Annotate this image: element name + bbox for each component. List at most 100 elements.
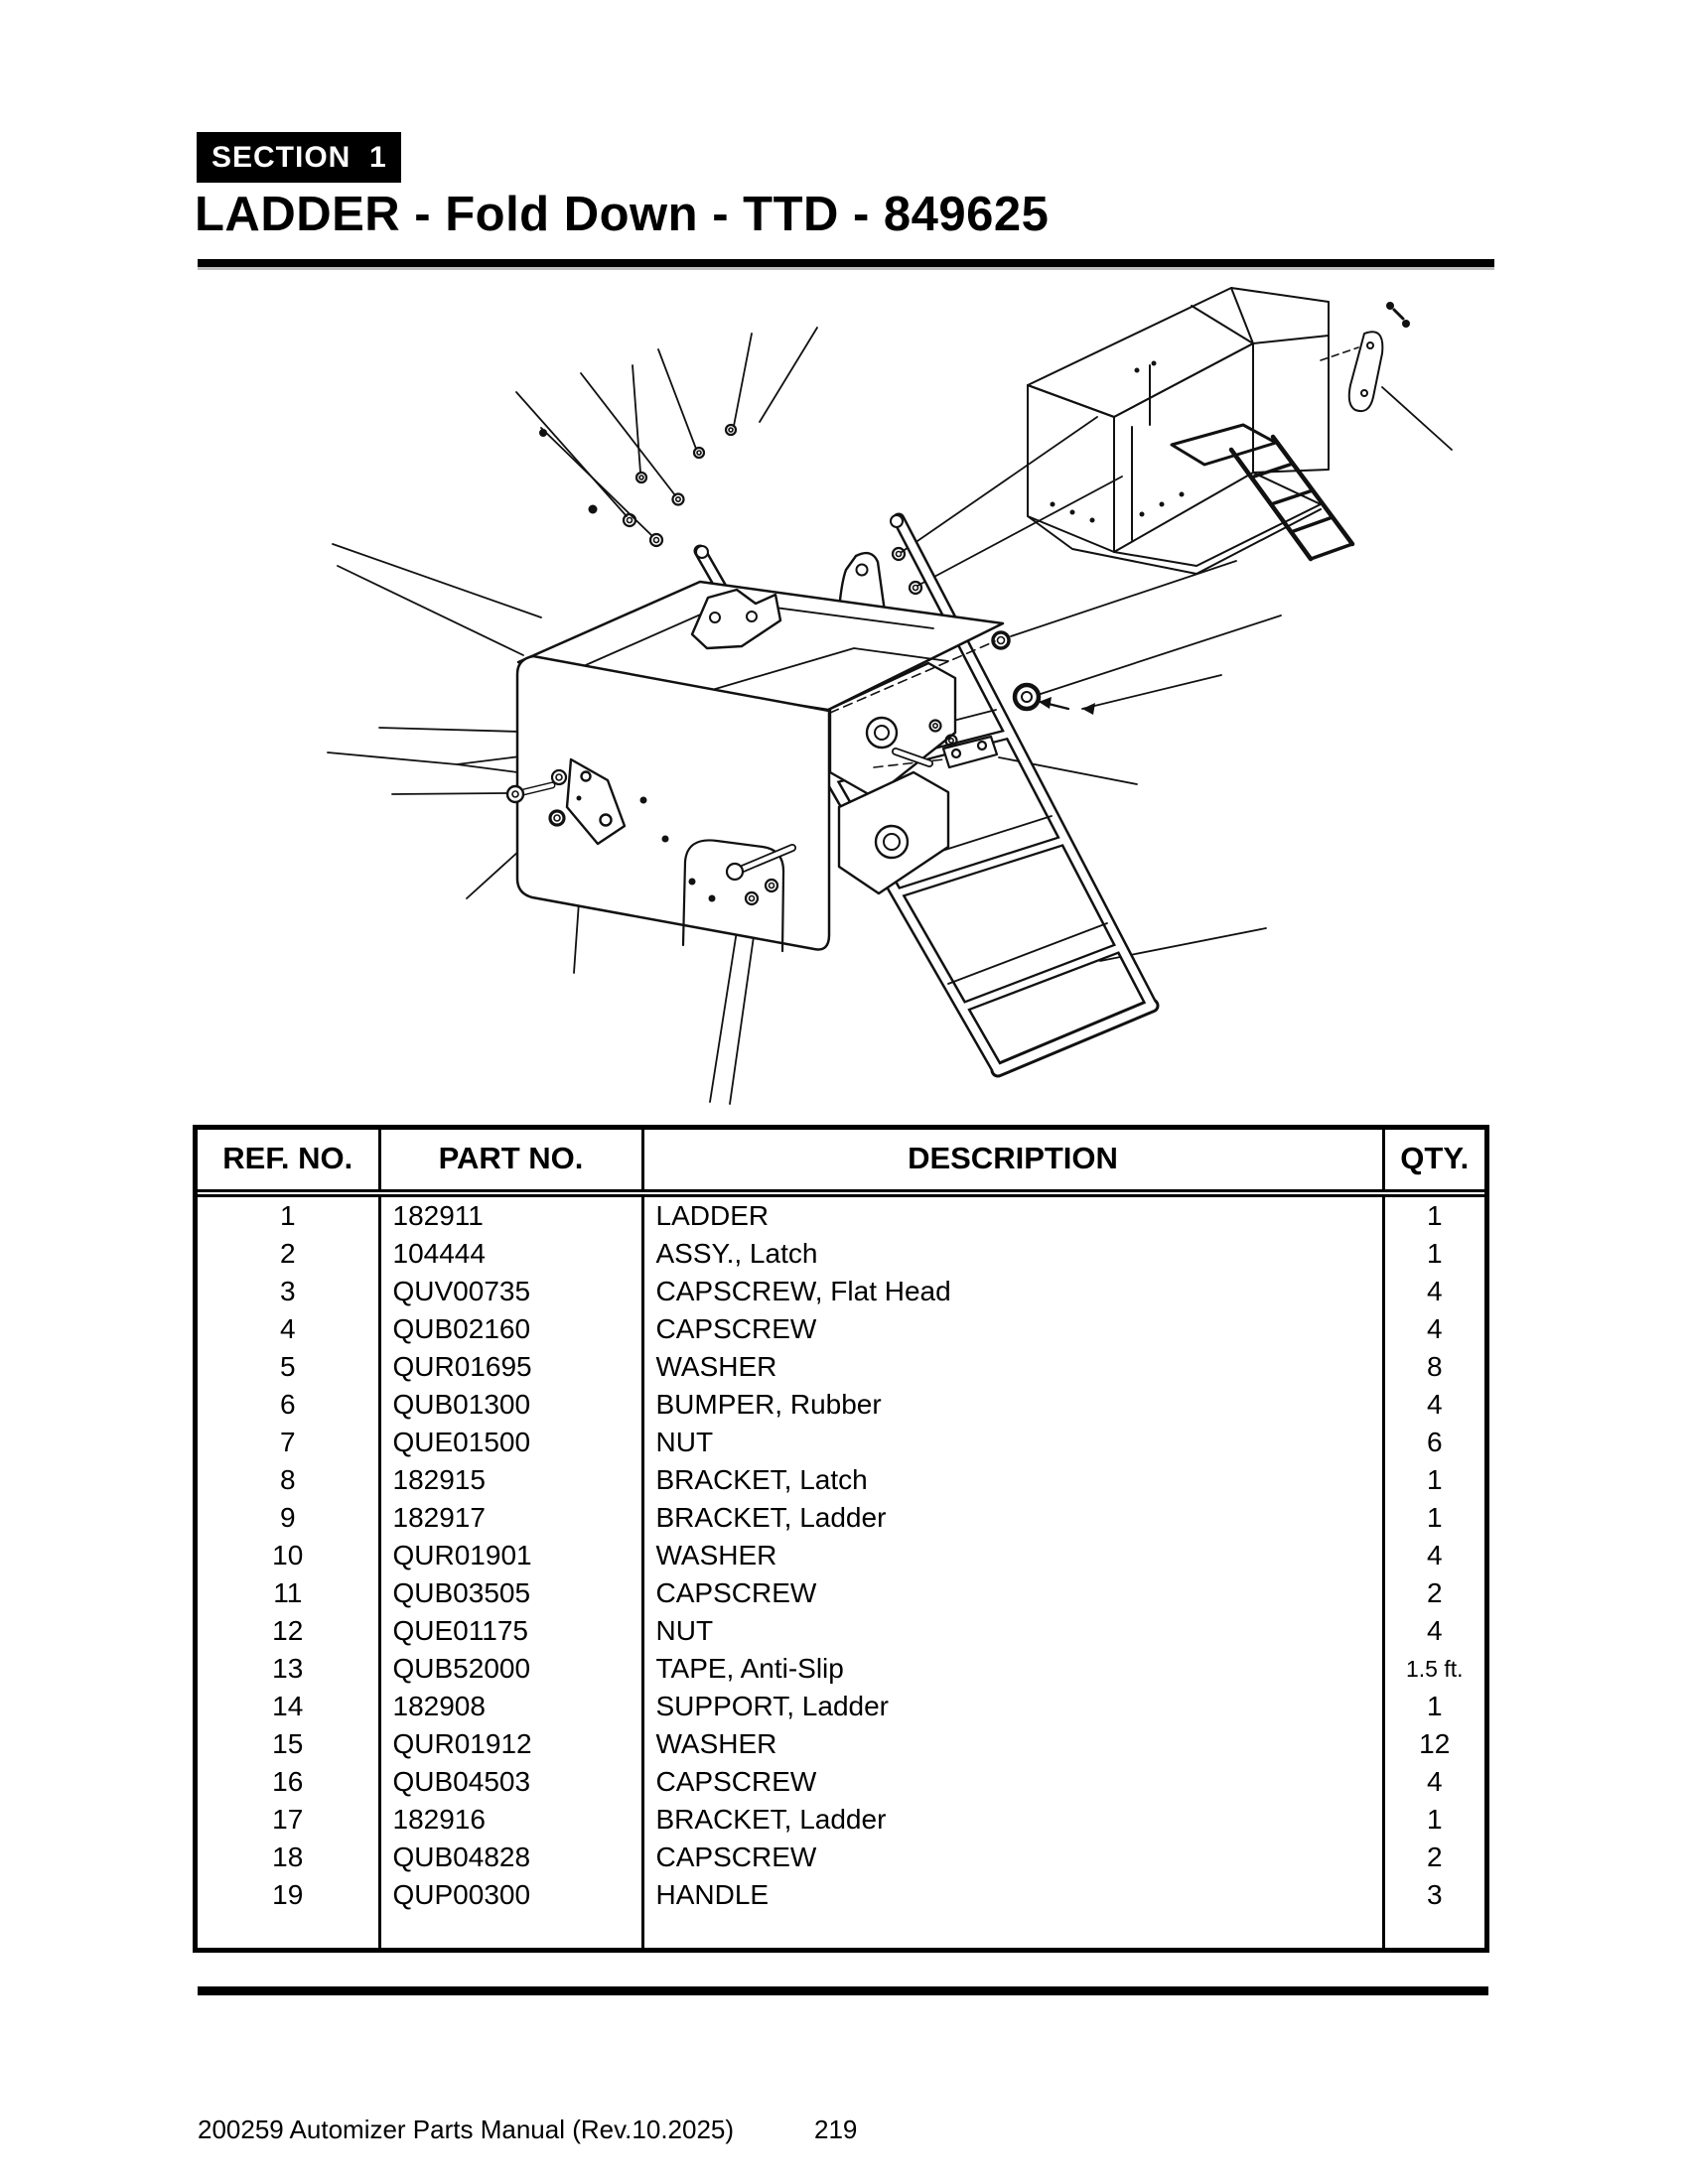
part-no-cell: QUR01912	[379, 1725, 644, 1763]
part-no-cell: QUB04503	[379, 1763, 644, 1801]
empty-cell	[642, 1914, 1385, 1948]
ref-no-cell: 8	[198, 1461, 381, 1499]
leader-lines	[327, 327, 1282, 1105]
description-cell: BRACKET, Ladder	[642, 1801, 1385, 1839]
qty-cell: 4	[1426, 1540, 1443, 1570]
empty-cell	[379, 1914, 644, 1948]
part-no-cell: 182916	[379, 1801, 644, 1839]
qty-cell: 1.5 ft.	[1405, 1656, 1464, 1682]
part-no-cell: QUB02160	[379, 1310, 644, 1348]
qty-cell: 4	[1426, 1766, 1443, 1797]
ref-no-cell: 3	[198, 1273, 381, 1310]
fasteners-top	[539, 423, 738, 548]
table-header-row: REF. NO. PART NO. DESCRIPTION QTY.	[198, 1130, 1484, 1197]
qty-cell: 12	[1419, 1728, 1451, 1759]
empty-cell	[1383, 1914, 1484, 1948]
ref-no-cell: 10	[198, 1537, 381, 1574]
ref-no-cell: 16	[198, 1763, 381, 1801]
ref-no-cell: 13	[198, 1650, 381, 1688]
column-header-part-no: PART NO.	[379, 1130, 644, 1197]
part-no-cell: 104444	[379, 1235, 644, 1273]
description-cell: WASHER	[642, 1348, 1385, 1386]
page-title: LADDER - Fold Down - TTD - 849625	[195, 188, 1050, 241]
column-header-description: DESCRIPTION	[642, 1130, 1385, 1197]
ref-no-cell: 17	[198, 1801, 381, 1839]
part-no-cell: 182917	[379, 1499, 644, 1537]
ref-no-cell: 1	[198, 1193, 381, 1235]
qty-cell: 4	[1426, 1276, 1443, 1306]
exploded-diagram-illustration	[327, 287, 1453, 1105]
ref-no-cell: 14	[198, 1688, 381, 1725]
ref-no-cell: 6	[198, 1386, 381, 1424]
part-no-cell: 182908	[379, 1688, 644, 1725]
qty-cell: 1	[1426, 1238, 1443, 1269]
description-cell: SUPPORT, Ladder	[642, 1688, 1385, 1725]
ref-no-cell: 5	[198, 1348, 381, 1386]
part-no-cell: QUV00735	[379, 1273, 644, 1310]
ladder-support-art	[515, 580, 1005, 953]
ref-no-cell: 15	[198, 1725, 381, 1763]
qty-cell: 6	[1426, 1427, 1443, 1457]
machine-overview-art	[1027, 287, 1453, 575]
ref-no-cell: 19	[198, 1876, 381, 1914]
ref-no-cell: 7	[198, 1424, 381, 1461]
description-cell: BUMPER, Rubber	[642, 1386, 1385, 1424]
qty-cell: 2	[1426, 1577, 1443, 1608]
qty-cell: 8	[1426, 1351, 1443, 1382]
ref-no-cell: 11	[198, 1574, 381, 1612]
part-no-cell: QUR01695	[379, 1348, 644, 1386]
qty-cell: 1	[1426, 1464, 1443, 1495]
footer-page-number: 219	[814, 2115, 858, 2144]
part-no-cell: QUE01500	[379, 1424, 644, 1461]
part-no-cell: QUE01175	[379, 1612, 644, 1650]
ref-no-cell: 18	[198, 1839, 381, 1876]
description-cell: HANDLE	[642, 1876, 1385, 1914]
ref-no-cell: 9	[198, 1499, 381, 1537]
ref-no-cell: 2	[198, 1235, 381, 1273]
part-no-cell: QUB03505	[379, 1574, 644, 1612]
part-no-cell: QUB04828	[379, 1839, 644, 1876]
qty-cell: 2	[1426, 1842, 1443, 1872]
description-cell: CAPSCREW	[642, 1839, 1385, 1876]
footer-manual-title: 200259 Automizer Parts Manual (Rev.10.20…	[198, 2115, 735, 2144]
qty-cell: 4	[1426, 1389, 1443, 1420]
fasteners-left	[505, 757, 627, 846]
column-header-ref-no: REF. NO.	[198, 1130, 381, 1197]
qty-cell: 1	[1426, 1691, 1443, 1721]
description-cell: TAPE, Anti-Slip	[642, 1650, 1385, 1688]
empty-cell	[198, 1914, 381, 1948]
ref-no-cell: 4	[198, 1310, 381, 1348]
latch-bracket-art	[690, 588, 782, 650]
section-label: SECTION 1	[197, 132, 401, 183]
description-cell: CAPSCREW	[642, 1310, 1385, 1348]
part-no-cell: QUP00300	[379, 1876, 644, 1914]
description-cell: BRACKET, Latch	[642, 1461, 1385, 1499]
title-divider	[198, 259, 1494, 267]
description-cell: NUT	[642, 1612, 1385, 1650]
ref-no-cell: 12	[198, 1612, 381, 1650]
qty-cell: 4	[1426, 1313, 1443, 1344]
description-cell: BRACKET, Ladder	[642, 1499, 1385, 1537]
bottom-divider	[198, 1986, 1488, 1995]
part-no-cell: QUB52000	[379, 1650, 644, 1688]
section-label-text: SECTION 1	[211, 140, 387, 174]
description-cell: NUT	[642, 1424, 1385, 1461]
description-cell: LADDER	[642, 1193, 1385, 1235]
